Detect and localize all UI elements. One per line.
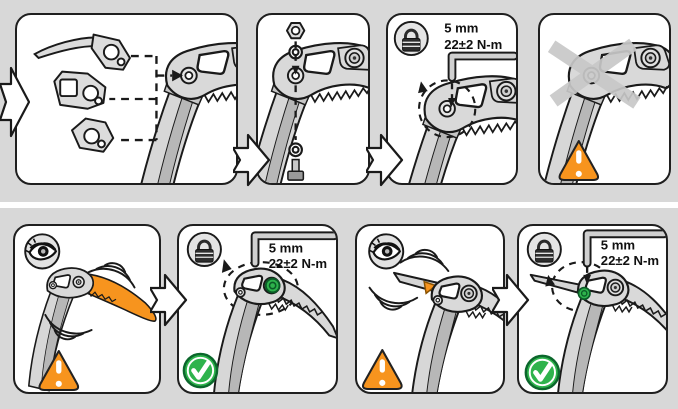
panel-check-pick-play [13,224,161,394]
torque-value-label: 22±2 N-m [444,37,502,52]
allen-key-icon [447,51,516,82]
allen-key-icon [250,231,336,268]
torque-size-label: 5 mm [601,237,635,252]
rotation-arrowhead [545,274,556,287]
assembly-axis [291,41,300,141]
lock-icon [186,231,223,268]
ice-tool-head [409,275,503,392]
pick-with-blade [33,33,131,71]
connector-arrowhead [172,69,183,82]
flow-arrow-in [0,66,30,138]
panel-pick-options [15,13,238,185]
panel-retighten-pick: 5 mm 22±2 N-m [177,224,338,394]
vibration-marks [365,286,419,316]
torque-value-label: 22±2 N-m [601,253,659,268]
key-to-bolt-arrow [448,83,456,108]
flow-arrow-next [492,273,530,327]
vibration-marks [399,244,453,272]
panel-retighten-accessory: 5 mm 22±2 N-m [517,224,668,394]
panel-bolt-assembly [256,13,370,185]
green-bolt [577,286,591,301]
ice-tool-head [132,43,236,183]
panel-no-pick-prohibited [538,13,671,185]
ice-tool-head [258,43,368,183]
panel-tightening-torque: 5 mm 22±2 N-m [386,13,518,185]
torque-size-label: 5 mm [444,21,478,36]
loose-accessory [393,271,438,295]
flow-arrow-next [233,133,271,187]
lock-icon [526,231,563,268]
allen-key-icon [582,229,666,268]
washer-bottom [288,142,303,158]
panel-check-accessory-play [355,224,505,394]
torque-size-label: 5 mm [269,240,303,255]
ice-tool-head [391,76,516,183]
flow-arrow-next [366,133,404,187]
key-to-bolt-arrow [583,267,592,285]
pick-accessory-options [33,33,183,153]
blanking-plate [71,117,115,153]
washer-top [288,44,303,60]
rotation-path [417,79,477,139]
rotation-arrowhead [221,259,232,273]
cross-icon [547,38,641,109]
nut [285,22,306,40]
green-bolt [264,277,281,294]
flow-arrow-next [150,273,188,327]
lock-icon [393,20,430,57]
warning-icon [361,349,403,391]
eye-icon [23,232,61,270]
eye-icon [367,232,405,270]
adze-adapter [53,70,107,110]
screw [287,158,305,181]
ok-icon [184,354,217,387]
ok-icon [526,356,559,389]
torque-value-label: 22±2 N-m [269,256,327,271]
rotation-arrowhead [418,81,428,94]
